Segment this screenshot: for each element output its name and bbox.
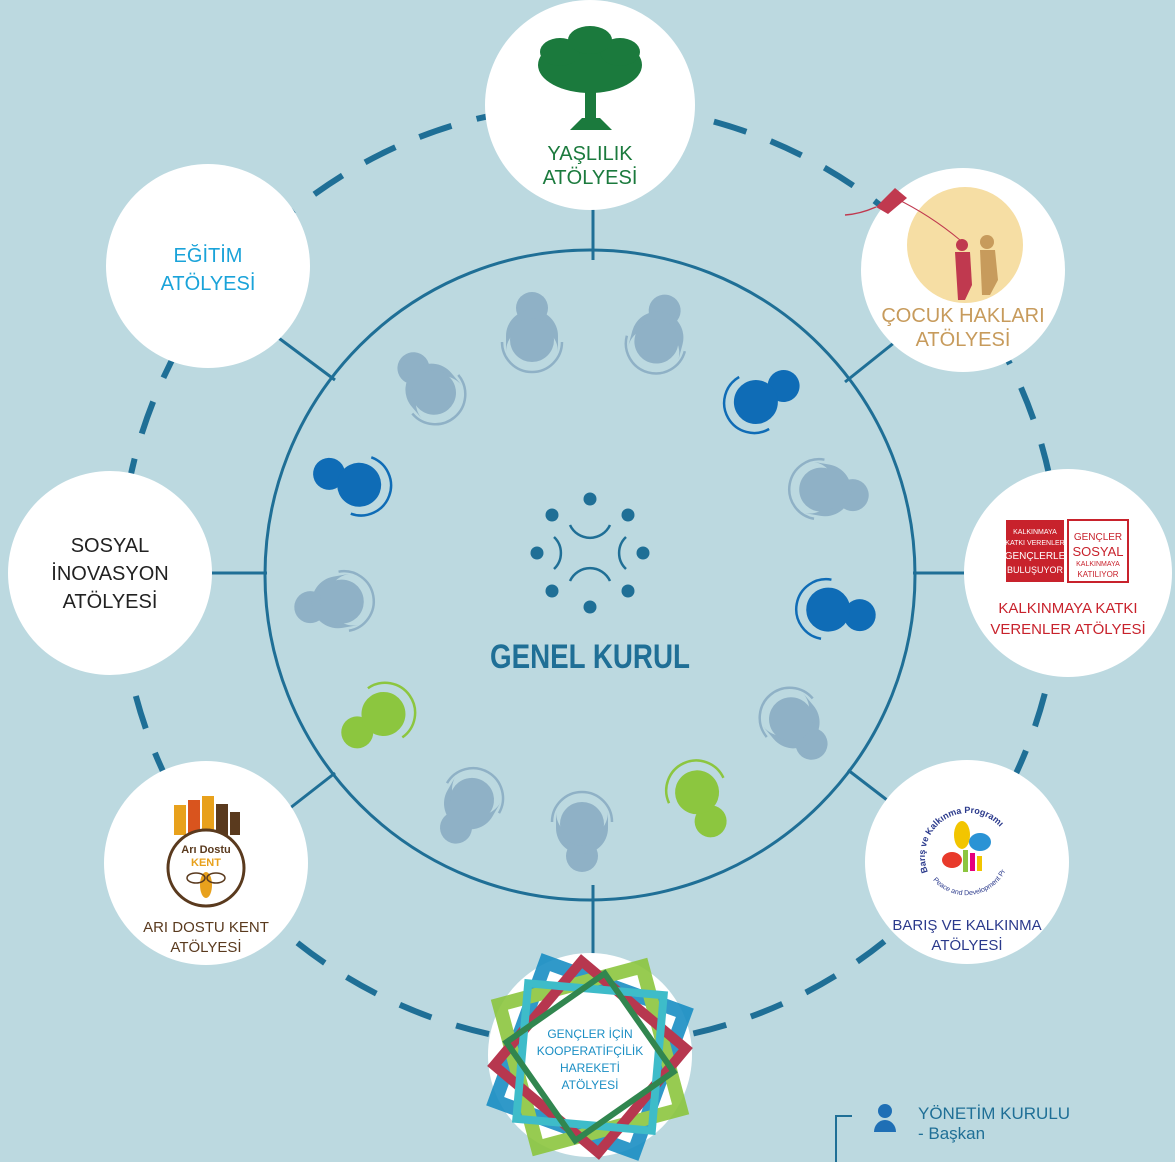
svg-text:BULUŞUYOR: BULUŞUYOR: [1007, 565, 1064, 575]
genel-kurul-logo-icon: [530, 492, 650, 614]
member-person-icon: [746, 674, 847, 777]
workshop-ari-line2: ATÖLYESİ: [170, 938, 241, 956]
legend-title: YÖNETİM KURULU: [918, 1104, 1071, 1123]
svg-text:KATILIYOR: KATILIYOR: [1077, 570, 1118, 579]
workshop-ari-line1: ARI DOSTU KENT: [143, 919, 269, 936]
workshop-kooperatifcilik[interactable]: GENÇLER İÇİN KOOPERATİFÇİLİK HAREKETİ AT…: [486, 953, 694, 1161]
svg-text:SOSYAL: SOSYAL: [1072, 544, 1123, 559]
kite-children-icon: [844, 188, 998, 300]
svg-text:KENT: KENT: [191, 857, 221, 869]
workshop-kooperatif-line3: HAREKETİ: [560, 1061, 620, 1075]
central-ring: [263, 248, 917, 902]
workshop-sosyal-line3: ATÖLYESİ: [63, 590, 158, 613]
member-person-icon: [783, 453, 875, 529]
member-person-icon: [302, 438, 401, 526]
workshop-yaslilik-line1: YAŞLILIK: [547, 143, 633, 165]
member-person-icon: [420, 755, 516, 858]
workshop-ari-dostu-kent[interactable]: Arı Dostu KENT ARI DOSTU KENT ATÖLYESİ: [104, 761, 308, 965]
workshop-sosyal-inovasyon[interactable]: SOSYAL İNOVASYON ATÖLYESİ: [8, 471, 212, 675]
workshop-sosyal-line1: SOSYAL: [71, 535, 150, 557]
workshop-kalkinmaya-line2: VERENLER ATÖLYESİ: [990, 620, 1145, 638]
svg-text:KALKINMAYA: KALKINMAYA: [1076, 561, 1120, 568]
member-person-icon: [655, 749, 746, 850]
member-person-icon: [550, 790, 614, 874]
workshop-kooperatif-line2: KOOPERATİFÇİLİK: [537, 1044, 643, 1058]
workshop-kalkinmaya-line1: KALKINMAYA KATKI: [998, 600, 1137, 617]
svg-text:KATKI VERENLER: KATKI VERENLER: [1005, 540, 1064, 547]
legend-item-baskan: - Başkan: [918, 1124, 986, 1143]
member-person-icon: [325, 669, 429, 768]
member-person-icon: [617, 286, 700, 382]
member-person-icon: [378, 335, 479, 438]
workshop-baris-line2: ATÖLYESİ: [931, 936, 1002, 954]
workshop-baris-line1: BARIŞ VE KALKINMA: [892, 917, 1041, 934]
legend-bracket: [835, 1115, 852, 1162]
workshop-egitim-line2: ATÖLYESİ: [161, 272, 256, 295]
svg-text:KALKINMAYA: KALKINMAYA: [1013, 529, 1057, 536]
center-title: GENEL KURUL: [490, 638, 690, 676]
svg-text:GENÇLER: GENÇLER: [1074, 532, 1122, 543]
svg-text:GENÇLERLE: GENÇLERLE: [1005, 551, 1066, 562]
member-person-icon: [288, 565, 380, 641]
workshop-egitim-line1: EĞİTİM: [174, 244, 243, 267]
workshop-kooperatif-line4: ATÖLYESİ: [562, 1078, 619, 1092]
workshop-cocuk-haklari-line1: ÇOCUK HAKLARI: [881, 305, 1044, 327]
member-person-icon: [500, 290, 564, 374]
bee-city-logo-icon: Arı Dostu KENT: [166, 796, 246, 908]
workshop-kooperatif-line1: GENÇLER İÇİN: [547, 1027, 632, 1041]
colorful-frame-icon: [486, 953, 694, 1161]
olive-tree-icon: [538, 26, 642, 130]
workshop-cocuk-haklari[interactable]: ÇOCUK HAKLARI ATÖLYESİ: [844, 168, 1065, 372]
workshop-kalkinmaya-katki[interactable]: KALKINMAYA KATKI VERENLER GENÇLERLE BULU…: [964, 469, 1172, 677]
member-person-icon: [711, 350, 814, 446]
workshop-yaslilik[interactable]: YAŞLILIK ATÖLYESİ: [485, 0, 695, 210]
legend: YÖNETİM KURULU - Başkan: [918, 1104, 1168, 1144]
members-ring: [288, 286, 882, 874]
member-person-icon: [790, 573, 882, 649]
book-logo-icon: KALKINMAYA KATKI VERENLER GENÇLERLE BULU…: [1005, 519, 1129, 583]
person-icon: [874, 1104, 896, 1132]
workshop-egitim[interactable]: EĞİTİM ATÖLYESİ: [106, 164, 310, 368]
workshop-sosyal-line2: İNOVASYON: [51, 562, 168, 585]
workshop-cocuk-haklari-line2: ATÖLYESİ: [916, 328, 1011, 351]
workshop-yaslilik-line2: ATÖLYESİ: [543, 166, 638, 189]
svg-text:Arı Dostu: Arı Dostu: [181, 844, 231, 856]
